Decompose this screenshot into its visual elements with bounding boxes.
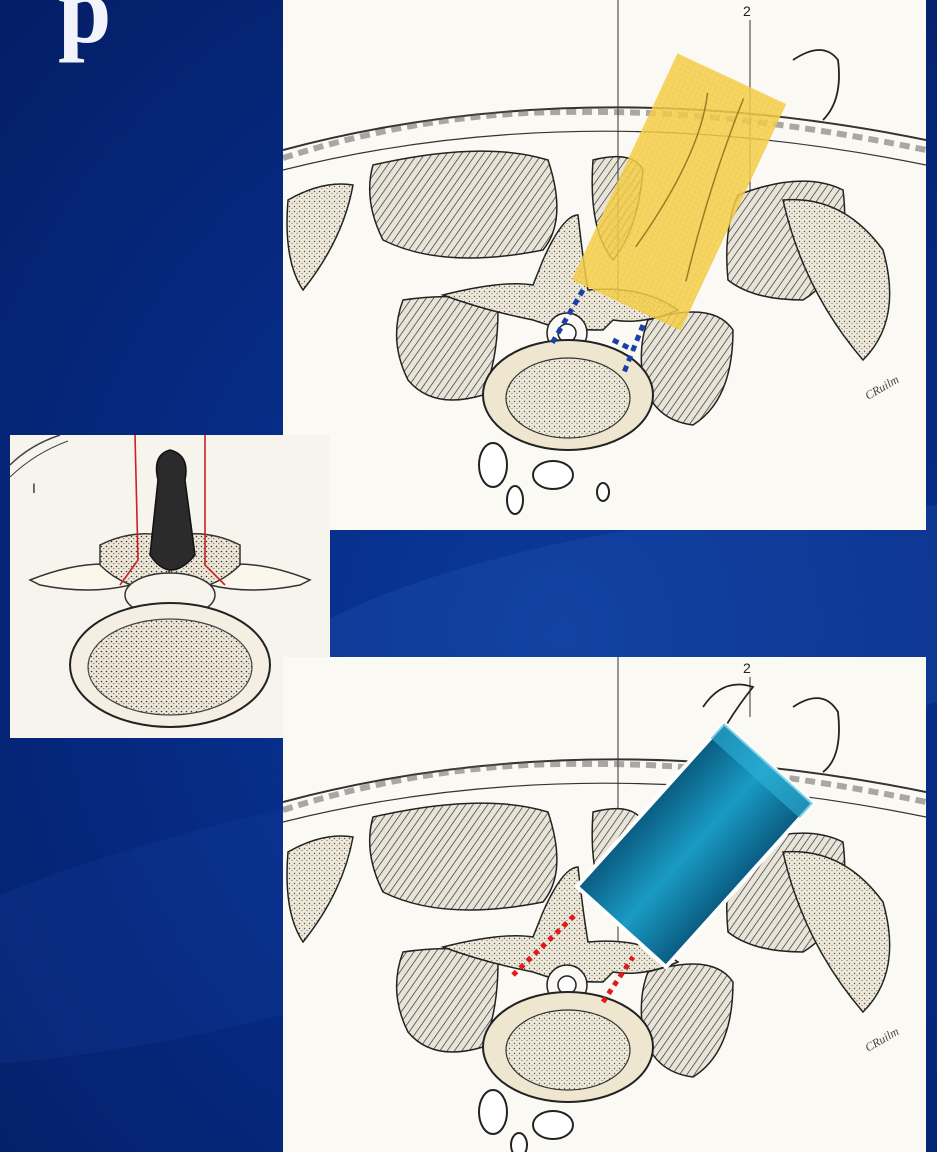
anatomy-diagram-bottom: 2 CRuilm <box>283 657 926 1152</box>
cross-section-illustration-bottom: 2 CRuilm <box>283 657 926 1152</box>
anatomy-diagram-inset: I <box>10 435 330 738</box>
slide-title: p <box>58 0 111 58</box>
anatomy-diagram-top: 2 CRuilm <box>283 0 926 530</box>
marker-2-top: 2 <box>743 3 751 19</box>
cross-section-illustration-top: 2 CRuilm <box>283 0 926 530</box>
vertebra-illustration-inset: I <box>10 435 330 738</box>
marker-i-inset: I <box>32 480 36 496</box>
artist-signature-bottom: CRuilm <box>863 1024 902 1055</box>
marker-2-bottom: 2 <box>743 660 751 676</box>
artist-signature-top: CRuilm <box>863 372 902 403</box>
